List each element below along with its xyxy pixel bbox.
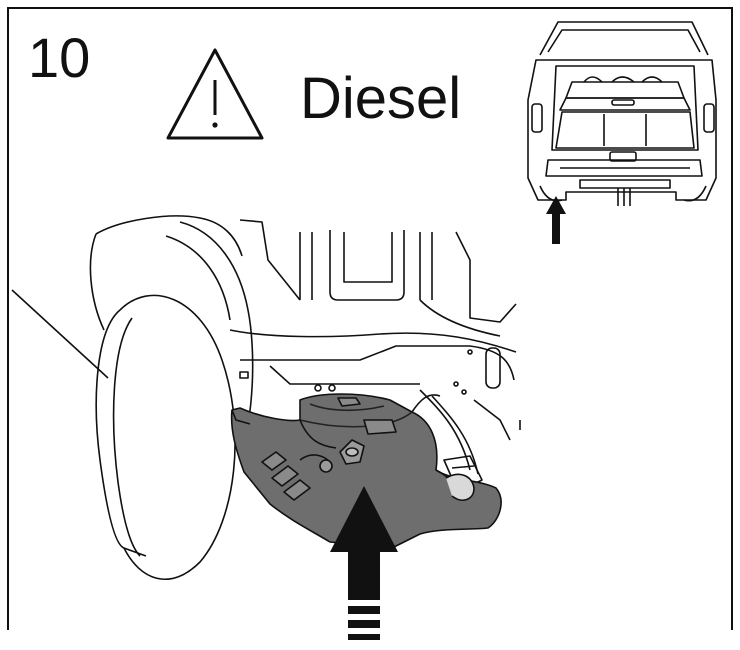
warning-triangle-icon — [166, 48, 264, 140]
panel-border — [7, 7, 733, 630]
fuel-tank — [230, 393, 502, 549]
underbody-illustration — [11, 215, 521, 580]
inset-arrow-icon — [546, 196, 566, 244]
up-arrow-icon — [330, 486, 398, 640]
step-number: 10 — [28, 26, 91, 89]
fuel-type-label: Diesel — [300, 66, 462, 131]
car-rear-view-inset — [527, 21, 717, 206]
